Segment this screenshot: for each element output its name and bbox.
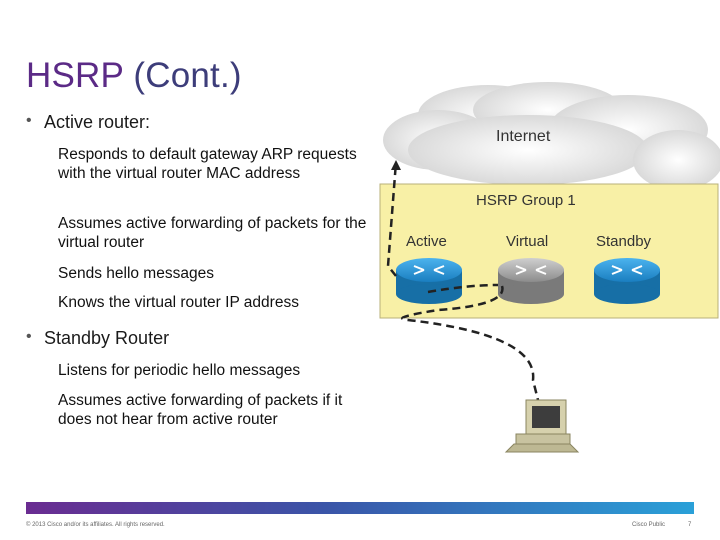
router-label-standby: Standby <box>596 233 652 250</box>
footer-gradient-bar <box>26 502 694 514</box>
path-active-to-internet <box>386 161 398 277</box>
slide-title-main: HSRP <box>26 56 124 95</box>
router-label-virtual: Virtual <box>506 233 548 250</box>
path-active-virtual <box>427 283 499 294</box>
sub-item: Sends hello messages <box>58 265 214 282</box>
router-label-active: Active <box>406 233 447 250</box>
slide-title-paren: (Cont.) <box>133 56 242 95</box>
sub-item: Listens for periodic hello messages <box>58 362 301 379</box>
pc-icon <box>504 399 580 453</box>
sub-item: Knows the virtual router IP address <box>58 294 299 311</box>
bullet-active-router: • Active router: <box>26 112 150 133</box>
cloud-label: Internet <box>496 128 551 145</box>
arrow-up-icon <box>391 160 401 170</box>
bullet-dot-icon: • <box>26 328 32 345</box>
group-label: HSRP Group 1 <box>476 192 576 209</box>
active-router-icon <box>396 258 462 304</box>
internet-cloud <box>383 82 720 190</box>
virtual-router-icon <box>498 258 564 304</box>
footer-classification: Cisco Public <box>632 522 666 528</box>
slide-title: HSRP (Cont.) <box>26 56 242 96</box>
bullet-standby-router: • Standby Router <box>26 328 169 349</box>
bullet-label: Standby Router <box>44 328 170 348</box>
path-virtual-to-pc <box>401 285 540 401</box>
footer-page-number: 7 <box>688 522 692 528</box>
standby-router-icon <box>594 258 660 304</box>
sub-item: Assumes active forwarding of packets for… <box>58 215 367 251</box>
sub-item: Assumes active forwarding of packets if … <box>58 392 343 428</box>
footer-copyright: © 2013 Cisco and/or its affiliates. All … <box>26 522 165 528</box>
hsrp-diagram: Internet HSRP Group 1 Active Virtual Sta… <box>379 82 720 453</box>
bullet-dot-icon: • <box>26 112 32 129</box>
bullet-label: Active router: <box>44 112 151 132</box>
sub-item: Responds to default gateway ARP requests… <box>58 146 357 182</box>
